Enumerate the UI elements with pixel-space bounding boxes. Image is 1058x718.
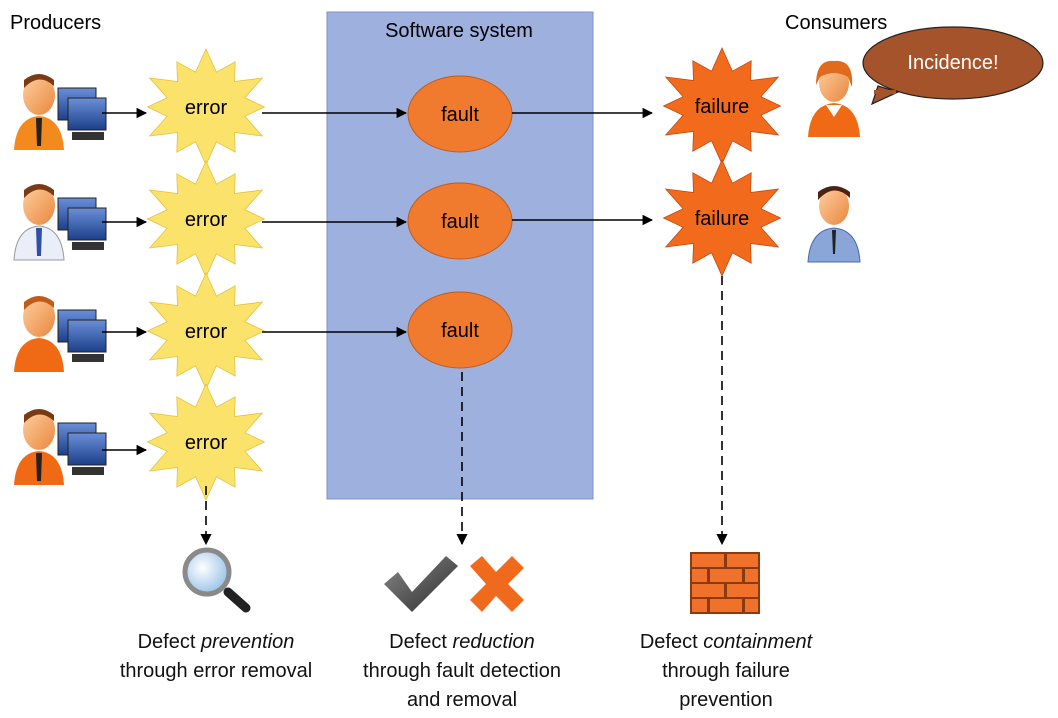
caption-containment-line3: prevention	[679, 689, 773, 711]
caption-containment-emphasis: containment	[703, 631, 813, 653]
producer-4-icon	[14, 409, 107, 485]
producers-header: Producers	[10, 12, 101, 34]
speech-bubble-text: Incidence!	[907, 52, 998, 74]
caption-prevention-emphasis: prevention	[200, 631, 295, 653]
caption-prevention-line2: through error removal	[119, 660, 313, 682]
magnifier-icon	[182, 547, 251, 613]
error-burst-4-shape	[146, 383, 266, 501]
fault-3: fault	[407, 291, 513, 369]
consumer-1-icon	[808, 60, 860, 137]
fault-1: fault	[407, 75, 513, 153]
caption-containment: Defect containment through failure preve…	[606, 628, 846, 715]
consumers-header: Consumers	[785, 12, 887, 34]
speech-bubble: Incidence!	[862, 26, 1044, 106]
caption-containment-prefix: Defect	[639, 631, 704, 653]
failure-burst-2-label: failure	[695, 208, 749, 230]
caption-prevention-prefix: Defect	[137, 631, 201, 653]
caption-prevention: Defect prevention through error removal	[96, 628, 336, 686]
caption-reduction-emphasis: reduction	[452, 631, 535, 653]
failure-burst-1-label: failure	[695, 96, 749, 118]
producer-1-icon	[14, 74, 107, 150]
error-burst-4-label: error	[185, 432, 228, 454]
error-burst-3: error	[146, 272, 266, 390]
caption-reduction-line3: and removal	[406, 689, 518, 711]
software-system-header: Software system	[385, 20, 533, 42]
consumer-2-icon	[807, 186, 861, 263]
brick-wall-icon	[690, 552, 760, 614]
failure-burst-1: failure	[662, 47, 782, 165]
error-burst-2: error	[146, 160, 266, 278]
checkmark-icon	[384, 556, 458, 612]
caption-reduction-prefix: Defect	[389, 631, 453, 653]
fault-3-label: fault	[441, 320, 479, 342]
producer-2-icon	[13, 184, 107, 261]
error-burst-1-label: error	[185, 97, 228, 119]
fault-1-label: fault	[441, 104, 479, 126]
fault-2: fault	[407, 182, 513, 260]
cross-icon	[470, 556, 524, 612]
error-burst-4: error	[146, 383, 266, 501]
producer-3-icon	[14, 296, 107, 372]
fault-2-label: fault	[441, 211, 479, 233]
caption-reduction: Defect reduction through fault detection…	[332, 628, 592, 715]
error-burst-3-label: error	[185, 321, 228, 343]
error-burst-1: error	[146, 48, 266, 166]
error-burst-2-label: error	[185, 209, 228, 231]
failure-burst-2: failure	[662, 159, 782, 277]
caption-reduction-line2: through fault detection	[363, 660, 561, 682]
caption-containment-line2: through failure	[662, 660, 790, 682]
